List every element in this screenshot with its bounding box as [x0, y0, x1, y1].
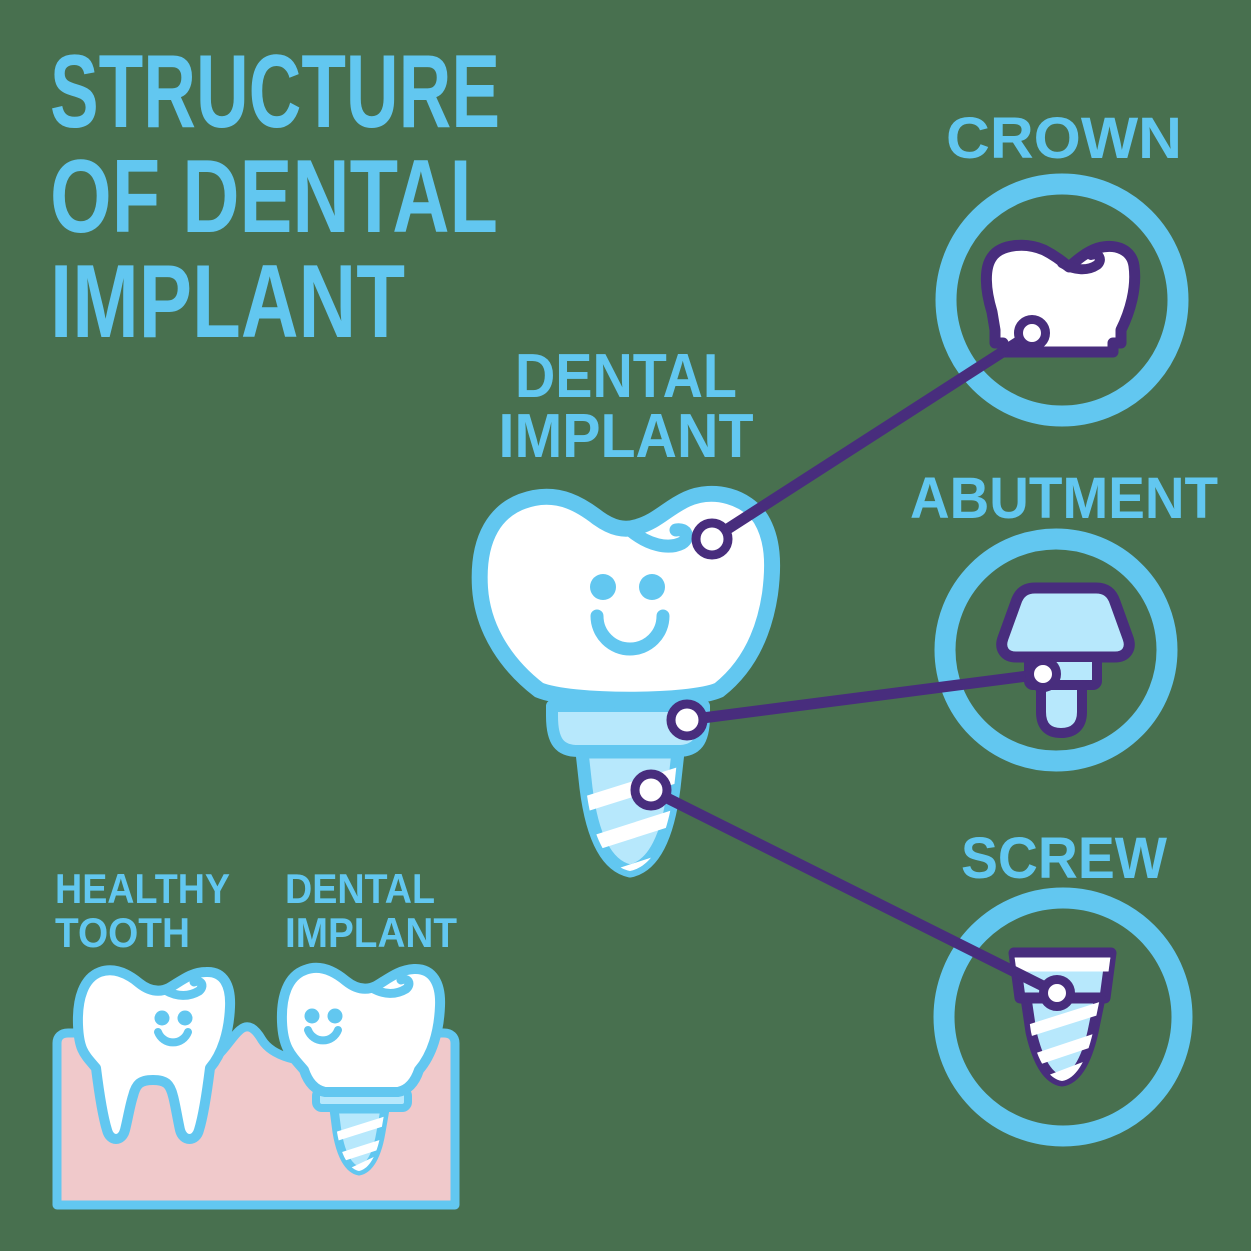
abutment-shade	[996, 582, 1135, 663]
smiling-implant-tooth-icon	[276, 962, 446, 1176]
implant-screw-icon	[1008, 947, 1117, 1087]
leader-line-screw	[648, 785, 1060, 998]
callout-screw-ring	[933, 887, 1193, 1147]
leader-dots	[630, 315, 1075, 1011]
callout-screw: SCREW	[933, 826, 1193, 1147]
dot-icon-screw	[1039, 975, 1075, 1011]
implant-crown-body	[276, 962, 446, 1097]
comparison-right-label-line-2: IMPLANT	[285, 909, 457, 956]
crown-icon-curl	[1057, 249, 1105, 275]
callout-crown-label: CROWN	[946, 106, 1182, 171]
comparison-left-label-line-1: HEALTHY	[55, 865, 230, 912]
comparison-left-label-line-2: TOOTH	[55, 909, 190, 956]
dot-icon-abutment	[1025, 656, 1061, 692]
callout-crown: CROWN	[935, 106, 1189, 427]
callout-abutment-label: ABUTMENT	[910, 466, 1218, 531]
dot-main-crown	[691, 518, 733, 560]
main-tooth-curl	[623, 523, 693, 553]
smiling-tooth-implant-icon: DENTAL IMPLANT	[471, 342, 781, 878]
leader-lines	[648, 328, 1060, 998]
title-line-2: OF DENTAL	[50, 139, 498, 255]
implant-left-eye	[304, 1008, 320, 1024]
abutment-post-icon	[996, 582, 1135, 738]
callout-abutment: ABUTMENT	[910, 466, 1218, 772]
healthy-tooth-right-eye	[177, 1010, 193, 1026]
implant-smile	[304, 1026, 342, 1045]
main-right-eye	[639, 574, 665, 600]
healthy-tooth-curl	[160, 976, 207, 1000]
dot-main-abutment	[666, 699, 708, 741]
title-line-3: IMPLANT	[50, 244, 405, 360]
page-title: STRUCTURE OF DENTAL IMPLANT	[50, 34, 500, 360]
implant-right-eye	[327, 1008, 343, 1024]
dot-icon-crown	[1014, 315, 1050, 351]
dot-main-screw	[630, 769, 672, 811]
leader-line-crown	[709, 328, 1035, 544]
callout-abutment-ring	[934, 528, 1178, 772]
main-left-eye	[590, 574, 616, 600]
screw-head-highlight	[1014, 957, 1111, 972]
callout-screw-label: SCREW	[961, 826, 1167, 891]
healthy-tooth-body	[72, 965, 236, 1144]
comparison-illustration: HEALTHY TOOTH DENTAL IMPLANT	[52, 865, 460, 1210]
comparison-right-label-line-1: DENTAL	[285, 865, 435, 912]
healthy-tooth-smile	[154, 1028, 192, 1047]
implant-crown-curl	[367, 974, 414, 998]
main-label-line-1: DENTAL	[515, 342, 737, 411]
abutment-stem	[1036, 680, 1087, 738]
smiling-tooth-with-roots-icon	[72, 965, 236, 1144]
callout-crown-ring	[935, 173, 1189, 427]
leader-line-abutment	[686, 668, 1044, 726]
main-implant-screw	[575, 745, 685, 878]
main-label-line-2: IMPLANT	[499, 402, 754, 471]
main-smile	[590, 609, 670, 656]
title-line-1: STRUCTURE	[50, 34, 500, 150]
healthy-tooth-left-eye	[154, 1010, 170, 1026]
